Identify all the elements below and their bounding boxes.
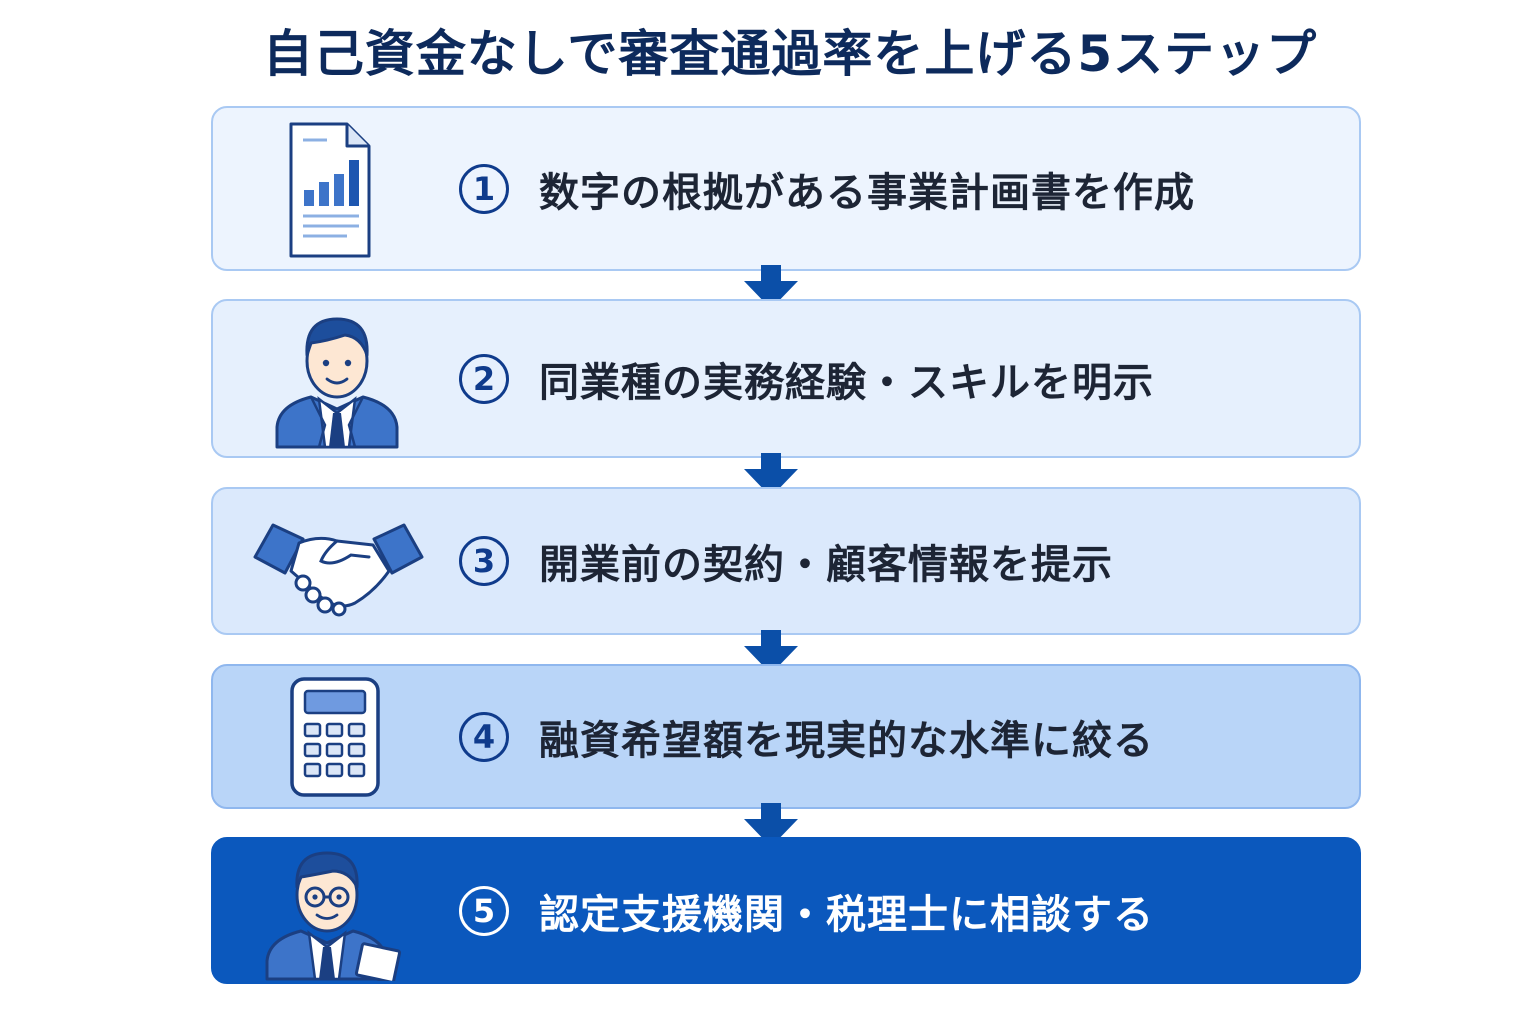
step-number-badge: 3 xyxy=(459,536,509,586)
step-1-text: 1 数字の根拠がある事業計画書を作成 xyxy=(459,160,1195,218)
step-number-badge: 1 xyxy=(459,163,509,214)
businessman-icon xyxy=(269,309,404,453)
step-5-card: 5 認定支援機関・税理士に相談する xyxy=(211,837,1361,984)
step-label: 融資希望額を現実的な水準に絞る xyxy=(539,717,1154,764)
step-2-text: 2 同業種の実務経験・スキルを明示 xyxy=(459,350,1154,408)
step-4-card: 4 融資希望額を現実的な水準に絞る xyxy=(211,664,1361,809)
step-label: 数字の根拠がある事業計画書を作成 xyxy=(539,169,1195,216)
step-3-text: 3 開業前の契約・顧客情報を提示 xyxy=(459,532,1113,590)
step-number-badge: 5 xyxy=(459,885,509,936)
business-plan-chart-document-icon xyxy=(263,120,373,264)
step-label: 開業前の契約・顧客情報を提示 xyxy=(539,542,1113,588)
step-label: 同業種の実務経験・スキルを明示 xyxy=(539,359,1154,406)
step-1-card: 1 数字の根拠がある事業計画書を作成 xyxy=(211,106,1361,271)
step-2-card: 2 同業種の実務経験・スキルを明示 xyxy=(211,299,1361,458)
page-title: 自己資金なしで審査通過率を上げる5ステップ xyxy=(262,25,1318,83)
step-number-badge: 2 xyxy=(459,353,509,404)
step-5-text: 5 認定支援機関・税理士に相談する xyxy=(459,882,1154,940)
step-number-badge: 4 xyxy=(459,711,509,762)
step-4-text: 4 融資希望額を現実的な水準に絞る xyxy=(459,708,1154,766)
advisor-with-glasses-icon xyxy=(263,843,403,985)
handshake-icon xyxy=(251,517,426,621)
step-label: 認定支援機関・税理士に相談する xyxy=(539,891,1154,938)
step-3-card: 3 開業前の契約・顧客情報を提示 xyxy=(211,487,1361,635)
calculator-icon xyxy=(289,676,381,802)
